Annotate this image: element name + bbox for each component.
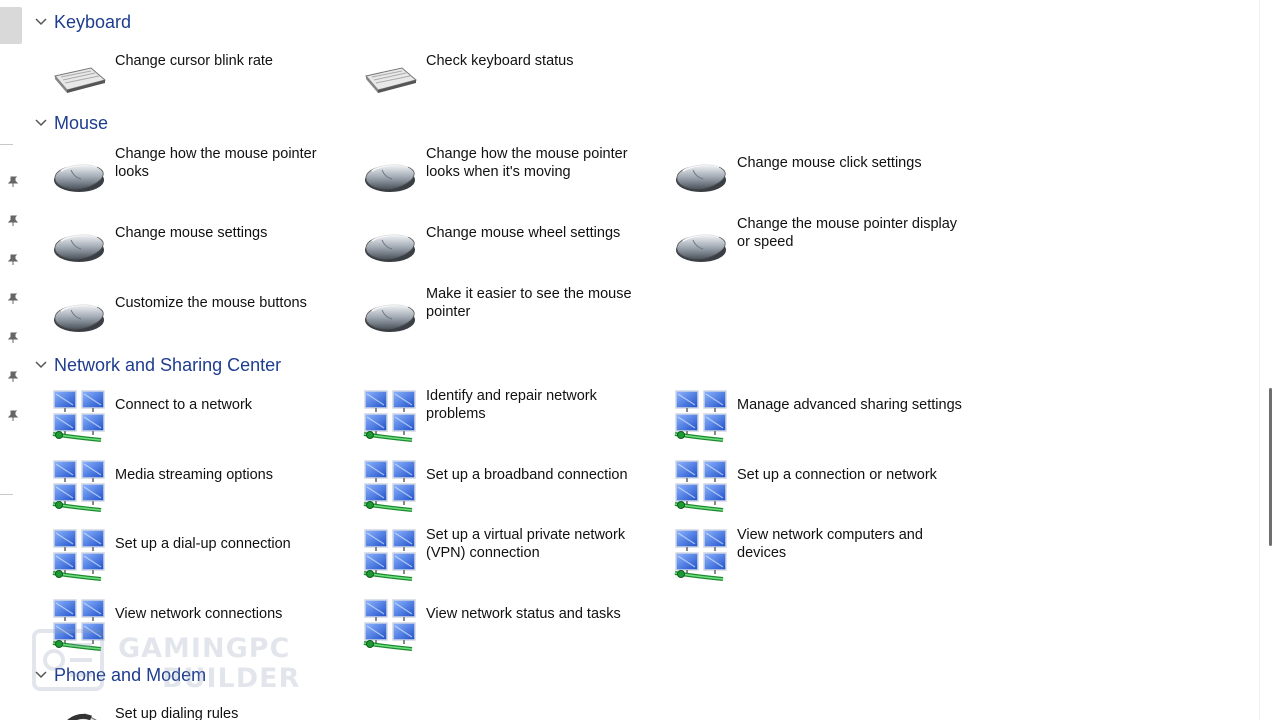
pin-icon[interactable]: [7, 410, 19, 422]
network-icon: [51, 388, 107, 444]
network-icon: [51, 597, 107, 653]
mouse-icon: [51, 144, 107, 200]
task-change-mouse-pointer-looks[interactable]: Change how the mouse pointer looks: [51, 144, 351, 204]
chevron-down-icon[interactable]: [34, 668, 48, 682]
task-change-mouse-settings[interactable]: Change mouse settings: [51, 214, 351, 274]
network-icon: [673, 388, 729, 444]
pin-icon[interactable]: [7, 371, 19, 383]
group-header-phone-modem[interactable]: Phone and Modem: [34, 663, 206, 687]
mouse-icon: [51, 284, 107, 340]
keyboard-icon: [51, 50, 107, 106]
task-identify-repair-network[interactable]: Identify and repair network problems: [362, 388, 662, 448]
network-icon: [362, 388, 418, 444]
group-title-mouse: Mouse: [54, 112, 109, 133]
chevron-down-icon[interactable]: [34, 116, 48, 130]
network-icon: [673, 458, 729, 514]
task-label: Change cursor blink rate: [115, 53, 273, 69]
task-view-network-connections[interactable]: View network connections: [51, 597, 351, 657]
mouse-icon: [362, 144, 418, 200]
mouse-icon: [362, 284, 418, 340]
task-label: Set up dialing rules: [115, 706, 239, 720]
task-media-streaming-options[interactable]: Media streaming options: [51, 458, 351, 518]
pin-icon[interactable]: [7, 293, 19, 305]
group-header-mouse[interactable]: Mouse: [34, 111, 108, 135]
group-title-phone-modem: Phone and Modem: [54, 664, 207, 685]
task-label: Change the mouse pointer display or spee…: [737, 216, 958, 250]
chevron-down-icon[interactable]: [34, 15, 48, 29]
task-label: View network connections: [115, 606, 283, 622]
task-label: Change how the mouse pointer looks: [115, 146, 317, 180]
task-label: Manage advanced sharing settings: [737, 397, 962, 413]
vertical-scrollbar[interactable]: [1259, 0, 1280, 720]
task-change-mouse-pointer-speed[interactable]: Change the mouse pointer display or spee…: [673, 214, 973, 274]
group-header-keyboard[interactable]: Keyboard: [34, 10, 131, 34]
task-change-cursor-blink-rate[interactable]: Change cursor blink rate: [51, 50, 351, 110]
network-icon: [673, 527, 729, 583]
mouse-icon: [673, 214, 729, 270]
network-icon: [362, 458, 418, 514]
navigation-pane-strip: [0, 0, 26, 720]
group-title-network: Network and Sharing Center: [54, 354, 282, 375]
keyboard-icon: [362, 50, 418, 106]
task-customize-mouse-buttons[interactable]: Customize the mouse buttons: [51, 284, 351, 344]
task-manage-advanced-sharing[interactable]: Manage advanced sharing settings: [673, 388, 973, 448]
task-label: Identify and repair network problems: [426, 388, 597, 422]
pin-icon[interactable]: [7, 254, 19, 266]
chevron-down-icon[interactable]: [34, 358, 48, 372]
task-setup-vpn[interactable]: Set up a virtual private network (VPN) c…: [362, 527, 662, 587]
scrollbar-thumb[interactable]: [1269, 388, 1272, 546]
pin-icon[interactable]: [7, 332, 19, 344]
task-label: View network status and tasks: [426, 606, 621, 622]
task-label: Customize the mouse buttons: [115, 295, 307, 311]
task-change-mouse-wheel-settings[interactable]: Change mouse wheel settings: [362, 214, 662, 274]
phone-icon: [51, 700, 107, 720]
mouse-icon: [362, 214, 418, 270]
task-label: Media streaming options: [115, 467, 273, 483]
task-check-keyboard-status[interactable]: Check keyboard status: [362, 50, 662, 110]
task-label: View network computers and devices: [737, 527, 923, 561]
task-label: Set up a connection or network: [737, 467, 937, 483]
task-label: Make it easier to see the mouse pointer: [426, 286, 632, 320]
task-easier-see-mouse-pointer[interactable]: Make it easier to see the mouse pointer: [362, 284, 662, 344]
task-view-network-status[interactable]: View network status and tasks: [362, 597, 662, 657]
group-title-keyboard: Keyboard: [54, 11, 132, 32]
pin-icon[interactable]: [7, 176, 19, 188]
mouse-icon: [673, 144, 729, 200]
task-label: Change mouse wheel settings: [426, 225, 621, 241]
network-icon: [362, 597, 418, 653]
nav-scroll-thumb[interactable]: [0, 7, 22, 44]
task-label: Change mouse click settings: [737, 155, 922, 171]
pin-icon[interactable]: [7, 215, 19, 227]
task-label: Connect to a network: [115, 397, 253, 413]
task-label: Change mouse settings: [115, 225, 268, 241]
task-setup-dial-up[interactable]: Set up a dial-up connection: [51, 527, 351, 587]
mouse-icon: [51, 214, 107, 270]
nav-divider: [0, 144, 13, 145]
network-icon: [51, 527, 107, 583]
network-icon: [51, 458, 107, 514]
task-label: Check keyboard status: [426, 53, 574, 69]
task-setup-dialing-rules[interactable]: Set up dialing rules: [51, 700, 351, 720]
task-change-mouse-pointer-moving[interactable]: Change how the mouse pointer looks when …: [362, 144, 662, 204]
task-label: Set up a broadband connection: [426, 467, 628, 483]
task-label: Change how the mouse pointer looks when …: [426, 146, 628, 180]
group-header-network-sharing-center[interactable]: Network and Sharing Center: [34, 353, 281, 377]
task-change-mouse-click-settings[interactable]: Change mouse click settings: [673, 144, 973, 204]
task-view-network-computers[interactable]: View network computers and devices: [673, 527, 973, 587]
task-label: Set up a virtual private network (VPN) c…: [426, 527, 626, 561]
task-connect-to-network[interactable]: Connect to a network: [51, 388, 351, 448]
task-setup-connection-or-network[interactable]: Set up a connection or network: [673, 458, 973, 518]
task-setup-broadband[interactable]: Set up a broadband connection: [362, 458, 662, 518]
network-icon: [362, 527, 418, 583]
nav-divider: [0, 494, 13, 495]
task-label: Set up a dial-up connection: [115, 536, 291, 552]
